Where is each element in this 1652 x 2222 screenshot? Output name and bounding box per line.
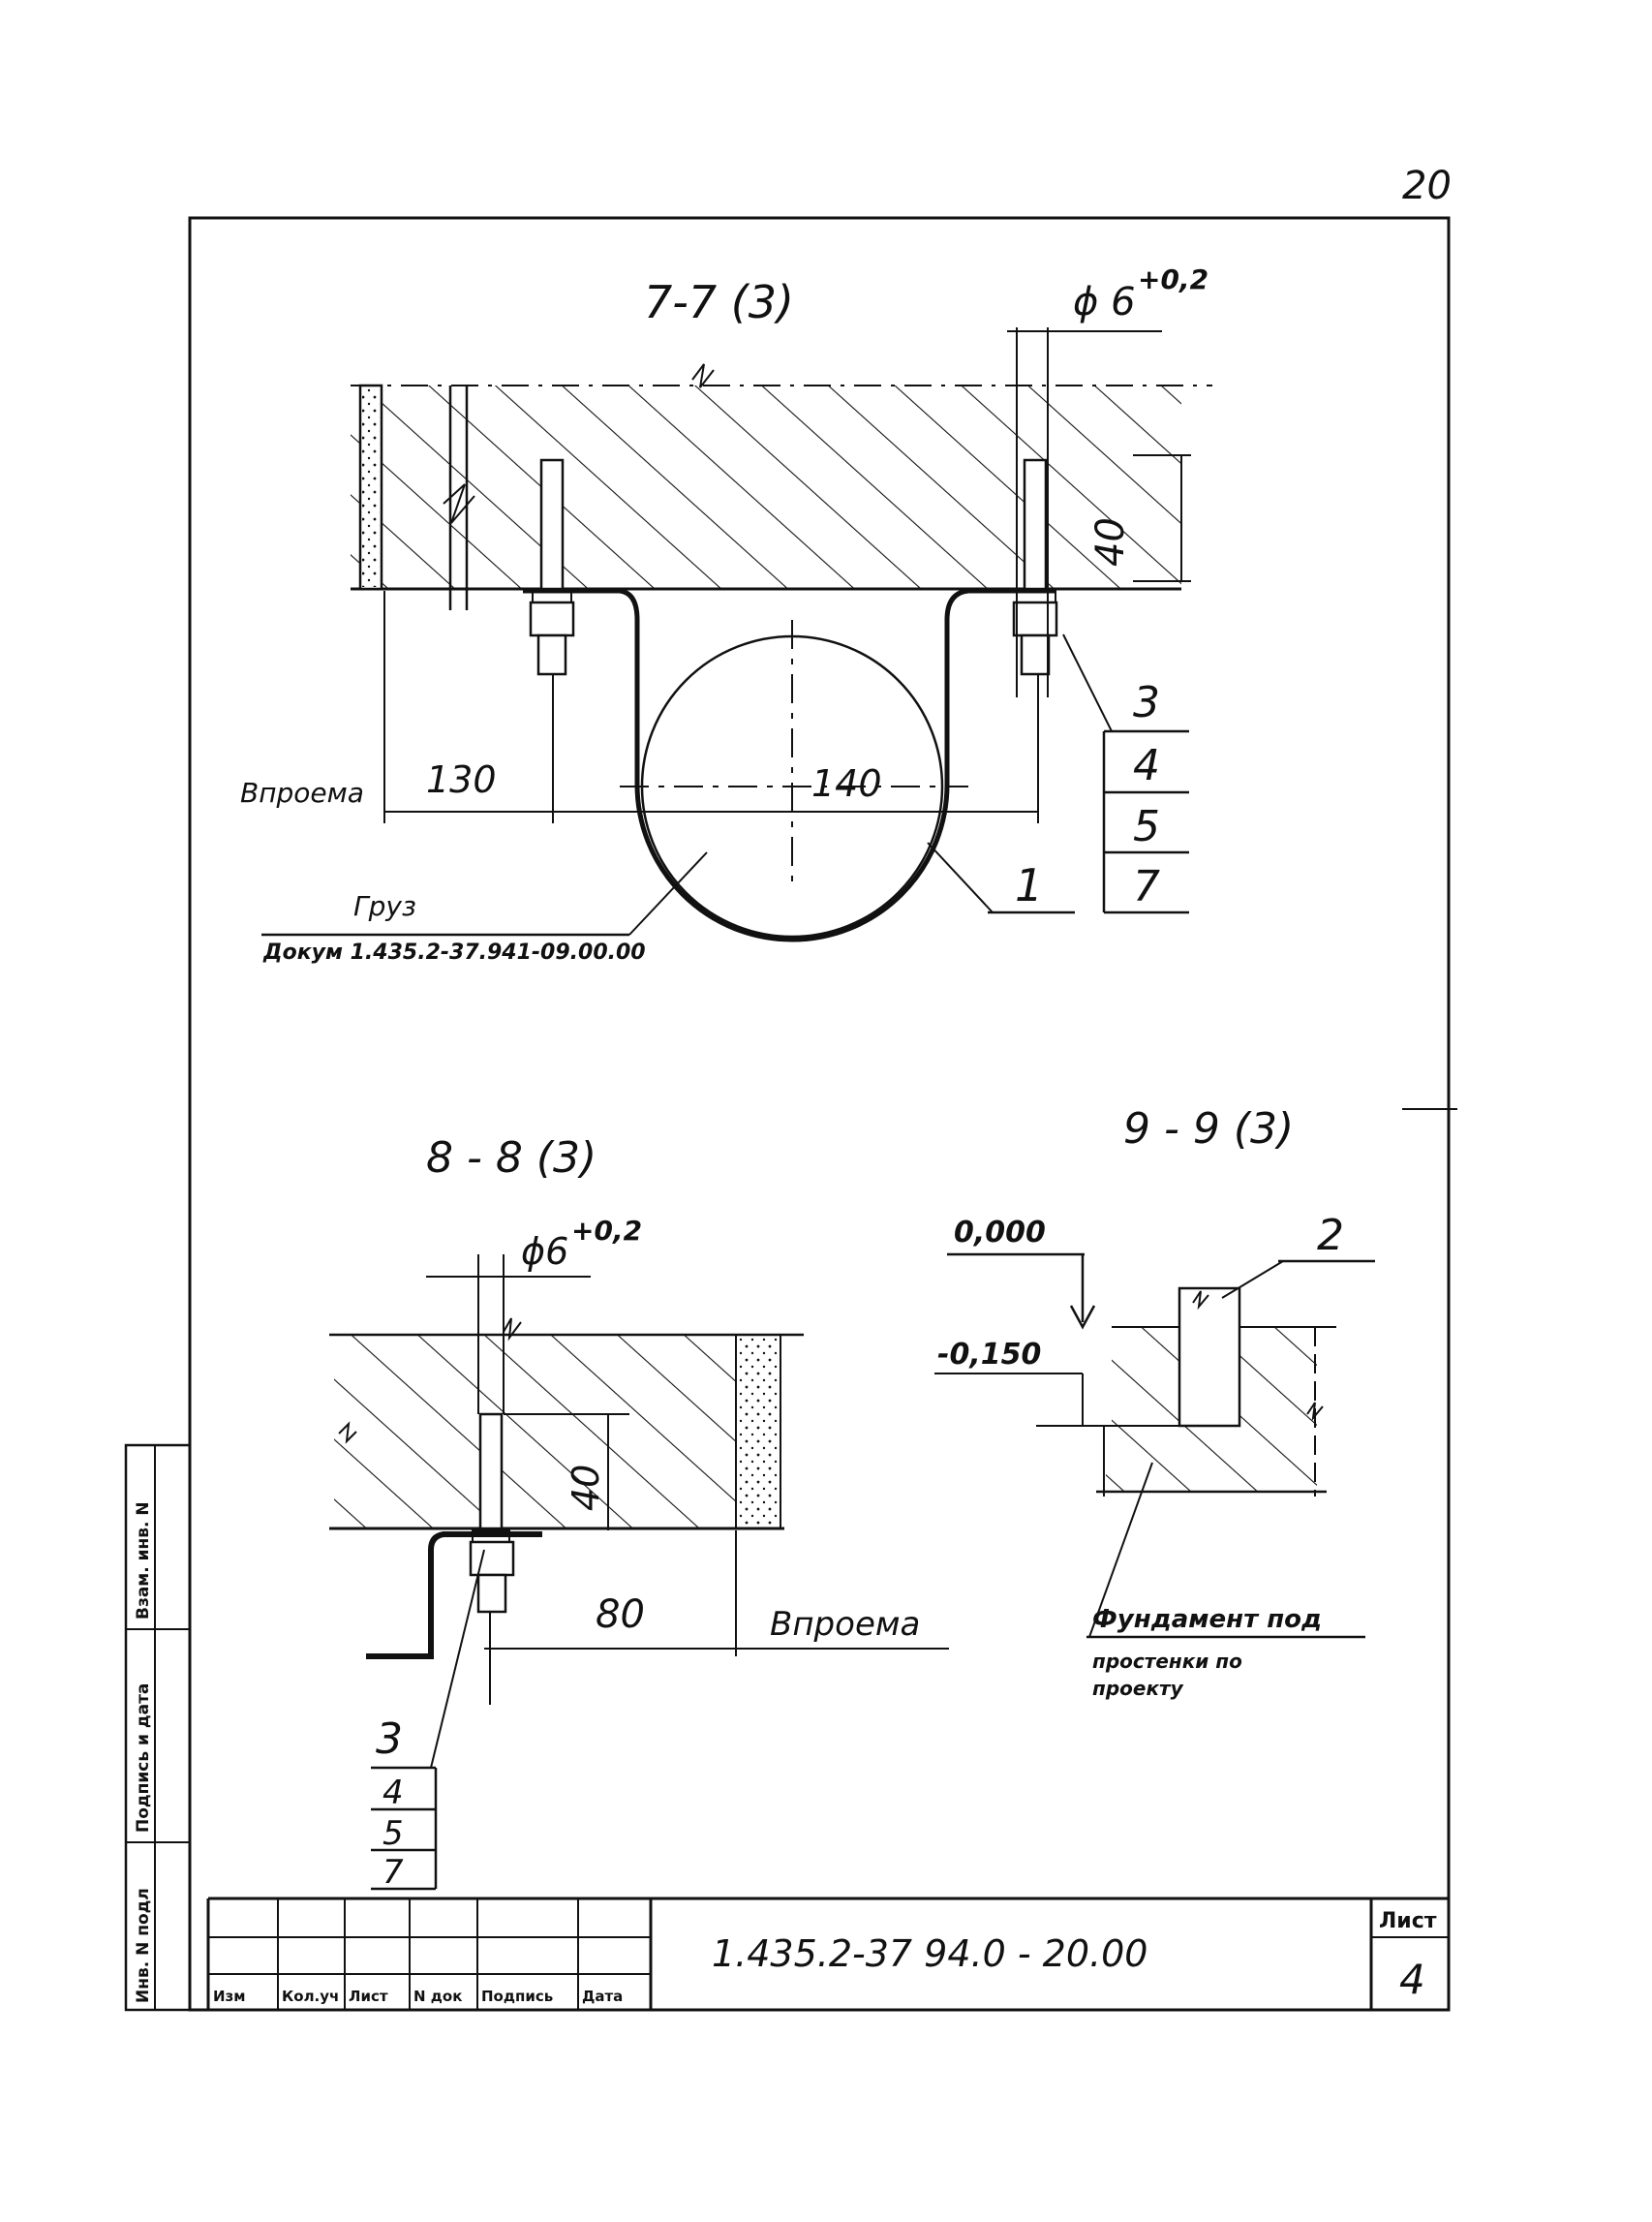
section-8-hole-diameter: ϕ6 [521,1230,568,1273]
section-7-title: 7-7 (3) [644,276,794,328]
section-7-7: 7-7 (3) ϕ 6 +0,2 [240,263,1212,965]
section-9-level-bottom: -0,150 [937,1338,1041,1372]
col-header-doc-number: N док [413,1988,462,2005]
col-header-date: Дата [582,1988,623,2005]
section-7-hole-tolerance: +0,2 [1138,263,1208,295]
col-header-count: Кол.уч [282,1988,339,2005]
section-8-title: 8 - 8 (3) [426,1133,597,1183]
sheet-number: 4 [1399,1956,1425,2003]
section-9-note-line-1: Фундамент под [1092,1605,1322,1634]
section-7-callout-3: 3 [1133,678,1160,727]
section-8-opening-label: Впроема [770,1605,920,1644]
section-9-title: 9 - 9 (3) [1123,1104,1294,1154]
section-8-callout-3: 3 [376,1714,403,1764]
page-number: 20 [1402,164,1452,208]
section-7-opening-label: Впроема [240,777,364,809]
bracket-8 [366,1531,542,1659]
col-header-change: Изм [213,1988,246,2005]
wall-stud-9 [1178,1286,1241,1428]
section-9-part-callout: 2 [1317,1211,1344,1260]
title-block: Изм Кол.уч Лист N док Подпись Дата 1.435… [206,1897,1449,2010]
document-code: 1.435.2-37 94.0 - 20.00 [712,1932,1147,1975]
stamp-field-replaced-inventory: Взам. инв. N [134,1501,153,1620]
stamp-field-signature-date: Подпись и дата [134,1683,153,1833]
section-9-9: 9 - 9 (3) 0,000 -0,150 2 Фундамент под п… [934,1104,1375,1700]
section-7-callout-7: 7 [1133,862,1160,911]
wall-slab [351,386,1181,589]
section-9-note-line-3: проекту [1092,1677,1184,1700]
section-9-level-top: 0,000 [954,1216,1046,1250]
section-8-callout-5: 5 [382,1814,404,1853]
section-7-clamp-callout: 1 [1015,859,1043,911]
anchor-bolt-8 [478,1412,504,1530]
clamp-strap [523,588,1055,942]
insulation-strip-8 [735,1334,781,1529]
section-7-offset: 130 [426,758,497,801]
anchor-bolt-left [539,458,565,591]
stamp-field-inventory: Инв. N подл [134,1888,153,2003]
section-9-note-line-2: простенки по [1092,1650,1242,1673]
section-7-cargo-label: Груз [353,890,416,922]
section-7-callout-4: 4 [1133,741,1160,790]
side-stamp: Инв. N подл Подпись и дата Взам. инв. N [124,1443,192,2012]
section-7-hole-diameter: ϕ 6 [1073,280,1136,324]
section-8-callout-7: 7 [382,1853,404,1892]
section-8-hole-tolerance: +0,2 [571,1215,642,1247]
section-7-pipe-size: 140 [811,762,882,805]
section-7-depth: 40 [1088,517,1133,567]
sheet-frame [188,216,1457,2012]
section-7-callout-5: 5 [1133,802,1160,851]
section-8-offset: 80 [596,1592,645,1637]
wall-slab-8 [334,1335,736,1528]
foundation-section [1106,1327,1317,1492]
col-header-signature: Подпись [481,1988,553,2005]
anchor-bolt-right [1023,458,1048,591]
section-8-callout-4: 4 [382,1774,404,1812]
section-8-depth: 40 [565,1465,607,1511]
section-8-8: 8 - 8 (3) ϕ6 +0,2 40 80 Впроема [329,1133,949,1892]
section-7-cargo-document: Докум 1.435.2-37.941-09.00.00 [262,941,646,965]
sheet-label: Лист [1379,1909,1437,1933]
col-header-sheet: Лист [349,1988,388,2005]
